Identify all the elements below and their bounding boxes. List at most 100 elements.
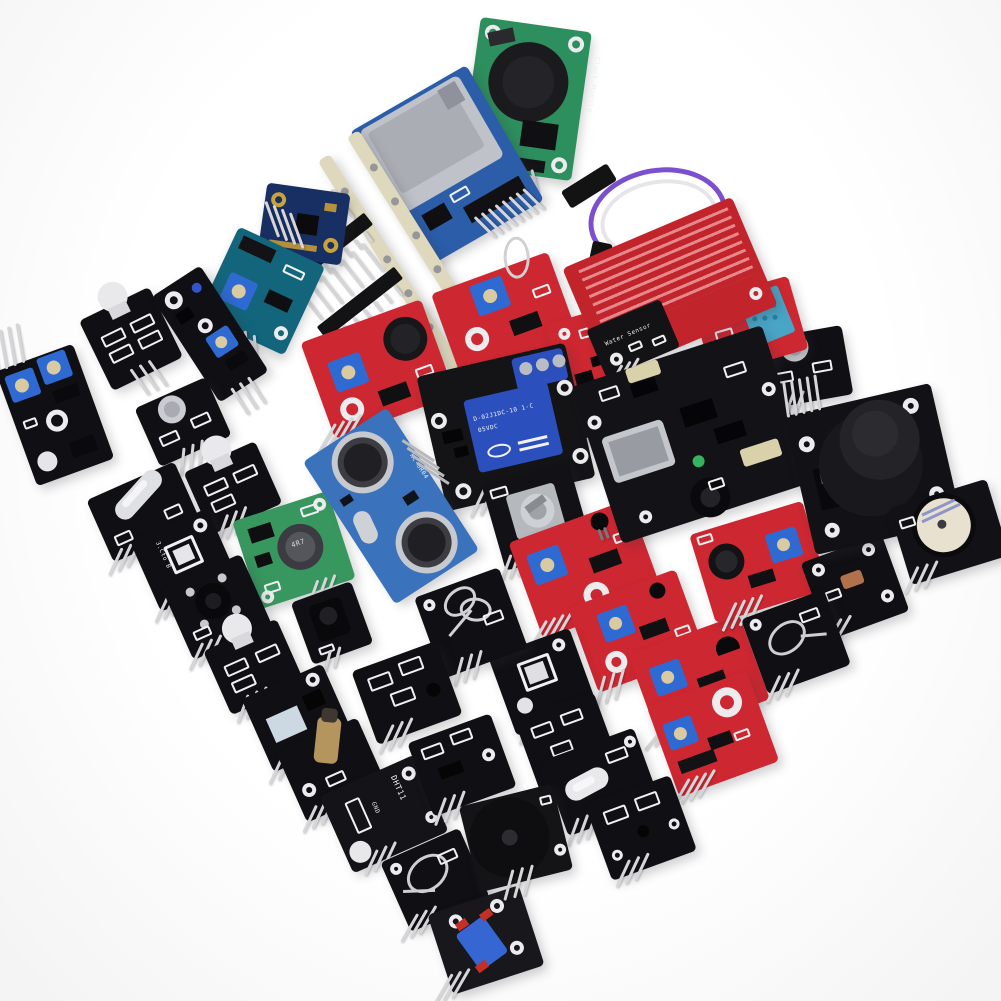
mount-hole <box>483 23 502 42</box>
pin <box>342 246 353 259</box>
solder-pad <box>604 745 630 765</box>
pin <box>923 560 939 589</box>
pcb-hole <box>42 406 72 435</box>
pcb-hole <box>622 733 638 750</box>
pin <box>501 199 525 224</box>
thermistor <box>647 580 668 601</box>
green-led <box>691 453 707 469</box>
pot-screw <box>212 333 230 351</box>
silkscreen-text: DHT11 <box>388 773 408 802</box>
pcb-hole <box>453 481 473 501</box>
relay-block <box>463 381 564 474</box>
pcb-hole <box>480 746 497 764</box>
component <box>499 827 520 848</box>
to92-transistor <box>712 632 744 664</box>
pcb-hole <box>585 413 604 432</box>
terminal-screw <box>534 356 551 373</box>
pin <box>697 768 717 799</box>
ic-chip <box>224 349 250 372</box>
component <box>441 428 464 445</box>
potentiometer <box>648 657 689 698</box>
ic-chip <box>263 289 294 313</box>
spring-wire <box>437 579 483 624</box>
pcb-hole <box>488 897 506 915</box>
solder-pad <box>231 463 259 485</box>
pcb-hole <box>879 587 896 605</box>
component <box>751 315 758 323</box>
pin <box>238 381 259 411</box>
pot-screw <box>775 536 792 553</box>
component <box>697 484 723 511</box>
component <box>454 917 470 932</box>
component <box>400 516 453 569</box>
pot-screw <box>44 358 63 377</box>
component <box>437 80 466 110</box>
pin <box>625 855 641 885</box>
pin <box>179 447 186 476</box>
component <box>517 435 548 445</box>
transducer <box>383 499 470 586</box>
component <box>210 452 234 472</box>
pcb-hole <box>823 521 842 540</box>
pcb-hole <box>552 842 568 857</box>
pin <box>487 207 511 232</box>
potentiometer <box>326 351 370 394</box>
pin <box>680 774 700 805</box>
component <box>523 660 549 685</box>
pcb-hole <box>707 683 747 722</box>
pcb-hole <box>637 508 654 526</box>
component <box>386 319 425 359</box>
solder-pad <box>162 502 184 521</box>
pot-screw <box>538 556 557 574</box>
ic-chip <box>588 548 623 574</box>
potentiometer <box>3 366 42 404</box>
component <box>410 229 422 241</box>
pin <box>129 368 151 397</box>
reed-switch <box>437 760 465 780</box>
pcb-hole <box>446 912 465 931</box>
pin <box>302 804 318 834</box>
component <box>184 586 197 599</box>
relay-logo <box>485 441 513 460</box>
pin <box>434 973 454 1001</box>
solder-pad <box>202 476 230 498</box>
pot-screw <box>481 287 500 305</box>
component <box>336 436 389 489</box>
clear-led <box>92 276 133 317</box>
blue-led <box>189 280 204 295</box>
solder-pad <box>344 796 373 835</box>
spring-wire <box>448 609 473 638</box>
component <box>198 618 211 631</box>
solder-pad <box>163 534 205 575</box>
component <box>389 195 401 207</box>
coin-cell-top <box>499 52 558 112</box>
component <box>629 376 659 399</box>
buzzer-hole <box>936 518 948 530</box>
pcb-hole <box>555 378 575 398</box>
button <box>189 577 238 625</box>
component <box>202 590 224 612</box>
component <box>368 162 380 174</box>
pin <box>401 439 436 463</box>
pcb-hole <box>747 284 765 302</box>
pot-screw <box>339 363 358 382</box>
solder-pad <box>489 485 510 500</box>
solder-pad <box>22 416 39 431</box>
pcb-hole <box>610 848 625 863</box>
component <box>712 547 741 576</box>
pin <box>400 913 420 943</box>
pin <box>352 238 364 251</box>
pin <box>472 649 483 680</box>
pin <box>323 649 333 672</box>
component <box>216 571 229 584</box>
spring-wire <box>399 845 457 902</box>
pin <box>138 363 160 392</box>
ic-chip <box>377 381 412 407</box>
pcb-hole <box>191 516 210 535</box>
spring-wire <box>458 596 493 623</box>
pcb-hole <box>161 287 187 313</box>
potentiometer <box>764 525 804 564</box>
microphone <box>703 539 749 584</box>
component <box>571 774 597 794</box>
silkscreen-text: 4R7 <box>290 537 307 550</box>
